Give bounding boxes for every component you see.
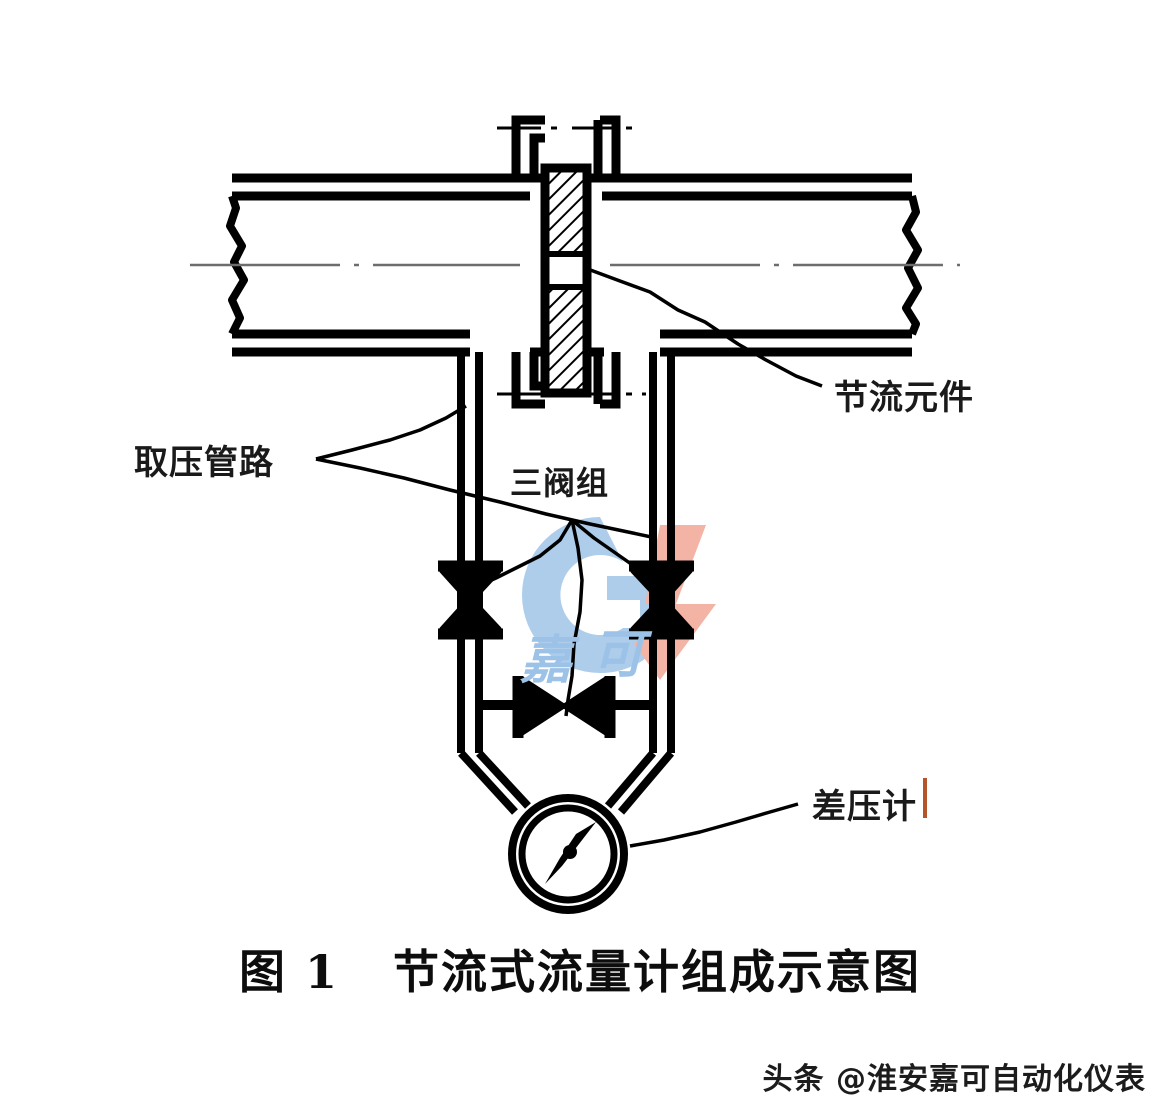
watermark-logo	[522, 517, 716, 680]
differential-pressure-gauge-dial	[508, 794, 628, 914]
figure-caption: 图 1 节流式流量计组成示意图	[238, 945, 922, 999]
horizontal-process-pipe	[232, 173, 912, 357]
leader-three-valve-manifold	[467, 518, 666, 717]
impulse-tube-left	[457, 352, 483, 753]
pipe-break-line-right	[902, 195, 922, 336]
label-three-valve-manifold: 三阀组	[510, 464, 610, 502]
leader-pressure-tapping	[315, 404, 657, 540]
block-valve-left	[438, 560, 503, 640]
equalizing-valve-center	[479, 676, 653, 738]
leader-dp-gauge	[629, 802, 799, 848]
flange-pressure-taps-upper	[511, 115, 621, 183]
leader-throttling-element	[584, 266, 823, 388]
flange-pressure-taps-lower	[511, 347, 621, 409]
footer-credit: 头条 @淮安嘉可自动化仪表	[762, 1062, 1146, 1097]
impulse-tube-right	[649, 352, 675, 753]
orifice-plate-section	[540, 163, 592, 398]
gauge-connection-tubes	[458, 750, 675, 815]
label-pressure-tapping-line: 取压管路	[134, 443, 274, 483]
label-throttling-element: 节流元件	[834, 378, 974, 418]
pipe-break-line-left	[226, 194, 248, 336]
label-differential-pressure-gauge: 差压计	[812, 787, 917, 827]
